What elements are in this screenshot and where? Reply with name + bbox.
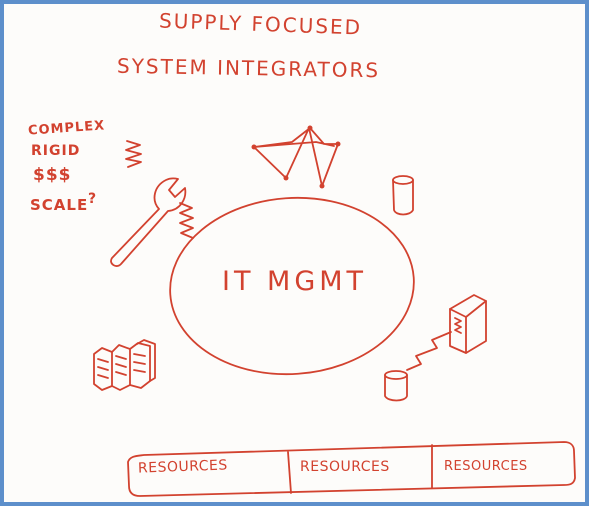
lightning-link-icon xyxy=(406,331,452,371)
title-line-2: SYSTEM INTEGRATORS xyxy=(116,53,381,83)
title-line-1: SUPPLY FOCUSED xyxy=(158,8,363,40)
resources-bar-outline xyxy=(127,441,576,497)
note-cost: $$$ xyxy=(33,165,72,185)
spring-coil-icon xyxy=(179,202,194,239)
server-stack-icon xyxy=(93,339,156,391)
resources-cell-2: RESOURCES xyxy=(300,459,390,475)
note-scale: SCALE xyxy=(30,196,89,214)
server-box-icon xyxy=(449,294,487,354)
sketch-drawing xyxy=(93,125,576,497)
spring-icon xyxy=(125,140,142,168)
whiteboard-sketch: SUPPLY FOCUSED SYSTEM INTEGRATORS COMPLE… xyxy=(4,4,585,502)
it-mgmt-label: IT MGMT xyxy=(222,266,368,297)
network-graph-icon xyxy=(251,125,341,189)
note-rigid: RIGID xyxy=(31,143,81,159)
wrench-icon xyxy=(110,177,187,267)
resources-cell-1: RESOURCES xyxy=(137,457,229,477)
database-small-icon xyxy=(384,370,408,402)
database-cylinder-icon xyxy=(392,175,414,216)
note-question-mark: ? xyxy=(88,191,98,207)
center-circle xyxy=(169,196,415,376)
resources-cell-3: RESOURCES xyxy=(444,459,528,474)
